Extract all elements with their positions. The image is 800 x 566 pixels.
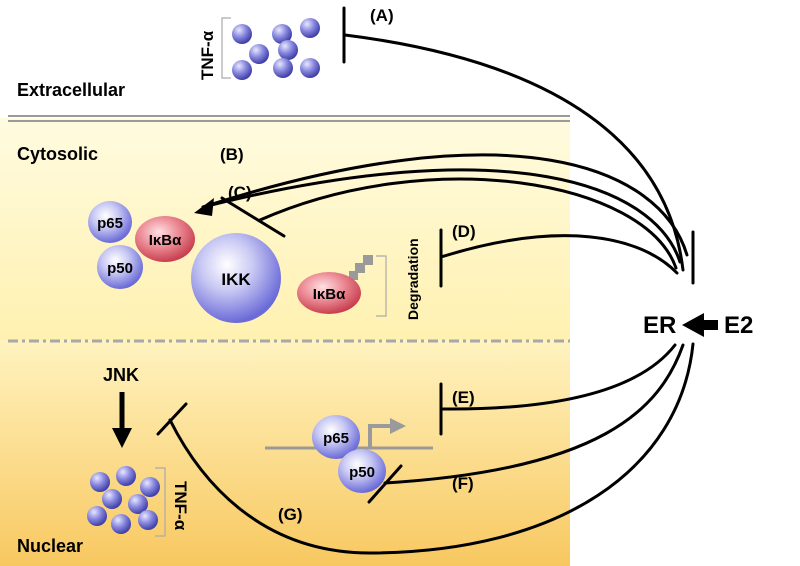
- pathway-f-line: [383, 343, 685, 485]
- e2-to-er-arrow: [682, 313, 718, 337]
- e2-label: E2: [724, 312, 753, 339]
- p50-cytosolic-label: p50: [107, 260, 133, 277]
- pathway-a-label: (A): [370, 6, 394, 25]
- er-label: ER: [643, 312, 676, 339]
- pathway-b-label: (B): [220, 145, 244, 164]
- p65-nuclear: [312, 415, 360, 459]
- region-extracellular: Extracellular: [17, 80, 125, 100]
- tnf-label-top: TNF-α: [198, 30, 217, 80]
- ikba-free-label: IκBα: [313, 286, 346, 303]
- pathway-c-bar: [220, 196, 286, 238]
- tnf-bracket-bottom: [155, 467, 166, 537]
- p65-cytosolic: [88, 201, 132, 243]
- pathway-f-bar: [367, 464, 403, 504]
- nucleus-band: [0, 340, 570, 566]
- p65-cytosolic-label: p65: [97, 215, 123, 232]
- tnf-label-bottom: TNF-α: [171, 481, 190, 531]
- tnf-cluster-nuclear: [87, 466, 160, 534]
- pathway-b-line: [201, 153, 689, 257]
- ikba-bound: [135, 216, 195, 262]
- jnk-label: JNK: [103, 365, 139, 385]
- pathway-c-label: (C): [228, 183, 252, 202]
- pathway-b-arrowhead: [194, 198, 214, 216]
- pathway-e-label: (E): [452, 388, 475, 407]
- pathway-g-label: (G): [278, 505, 303, 524]
- pathway-e-line: [441, 343, 677, 411]
- region-nuclear: Nuclear: [17, 536, 83, 556]
- transcription-start-arrowhead: [390, 418, 406, 434]
- region-cytosolic: Cytosolic: [17, 144, 98, 164]
- degradation-bracket: [376, 255, 387, 317]
- tnf-cluster-extracellular: [232, 18, 320, 80]
- ikk-label: IKK: [221, 270, 251, 289]
- p50-cytosolic: [97, 245, 143, 289]
- pathway-f-label: (F): [452, 474, 474, 493]
- jnk-arrow-head: [112, 428, 132, 448]
- transcription-start-arrow: [368, 424, 392, 448]
- tnf-bracket-top: [221, 17, 231, 79]
- pathway-c-line: [258, 177, 678, 270]
- p50-nuclear-label: p50: [349, 464, 375, 481]
- ikba-bound-label: IκBα: [149, 232, 182, 249]
- pathway-b-line-2: [201, 168, 682, 264]
- ikba-free: [297, 272, 361, 314]
- p50-nuclear: [338, 449, 386, 493]
- pathway-d-label: (D): [452, 222, 476, 241]
- pathway-g-line: [168, 342, 695, 555]
- degradation-label: Degradation: [405, 238, 421, 320]
- pathway-g-bar: [156, 402, 188, 436]
- ikk-complex: [191, 233, 281, 323]
- pathway-d-line: [439, 234, 679, 275]
- p65-nuclear-label: p65: [323, 430, 349, 447]
